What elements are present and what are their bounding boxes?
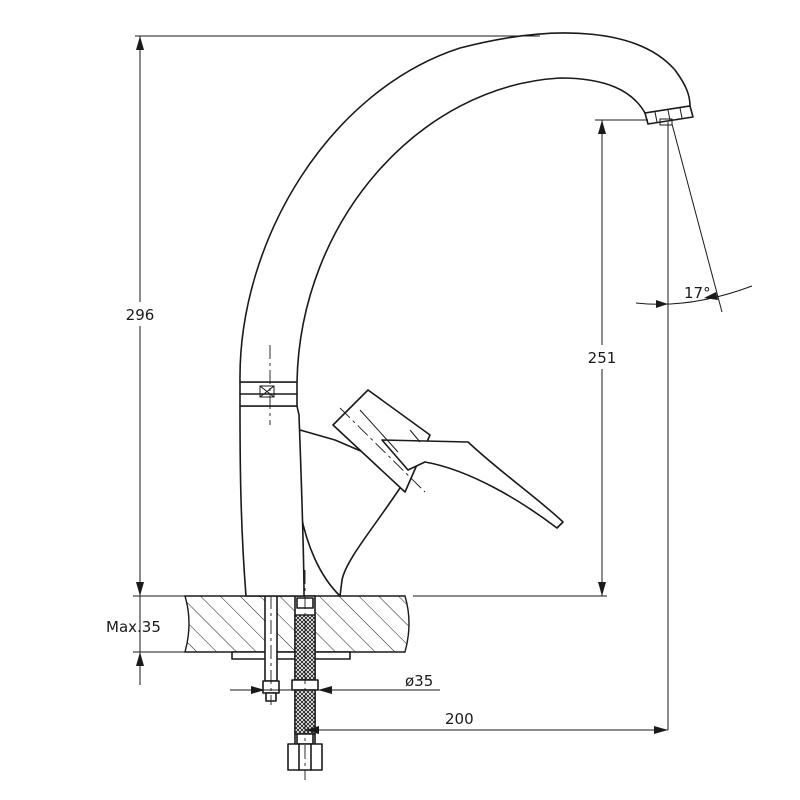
label-spout-height: 251 <box>588 349 617 367</box>
label-max-countertop: Max.35 <box>106 618 161 636</box>
lever-handle <box>332 389 564 529</box>
mounting-plate <box>231 651 351 660</box>
dimension-spout-height: 251 <box>580 119 648 596</box>
dimension-hole-diameter: ø35 <box>230 672 440 694</box>
label-spout-reach: 200 <box>445 710 474 728</box>
body-column <box>239 405 305 597</box>
swivel-spout <box>239 32 691 383</box>
label-spout-angle: 17° <box>684 284 711 302</box>
dimension-countertop-thickness: Max.35 <box>106 572 161 685</box>
lever-arm <box>381 439 564 529</box>
flex-hose-assembly <box>262 570 323 780</box>
dimension-spout-angle: 17° <box>635 122 753 730</box>
countertop-section <box>133 595 607 660</box>
label-overall-height: 296 <box>126 306 155 324</box>
dimension-spout-reach: 200 <box>305 710 668 734</box>
collar-marker <box>259 385 275 398</box>
faucet-body <box>239 32 694 597</box>
label-hole-diameter: ø35 <box>405 672 433 690</box>
dimension-overall-height: 296 <box>118 35 540 596</box>
